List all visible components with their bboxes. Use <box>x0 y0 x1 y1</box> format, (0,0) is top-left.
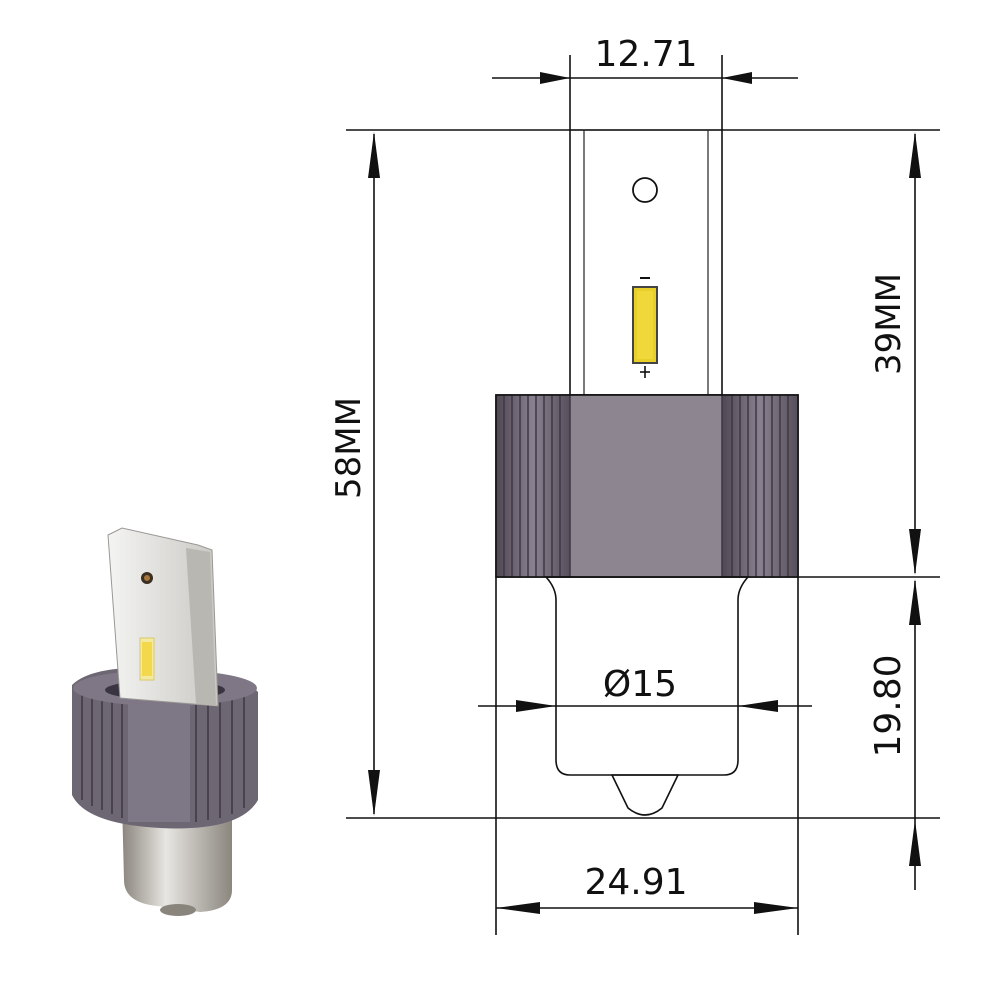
photo-plate-side <box>186 548 216 706</box>
led-chip-icon <box>632 277 658 378</box>
dim-overall-height: 58MM <box>329 397 369 499</box>
bulb-base <box>544 576 750 816</box>
mount-hole-icon <box>632 177 658 203</box>
dimension-arrows <box>368 72 921 914</box>
bulb-drawing <box>495 129 799 816</box>
heatsink-flange <box>495 394 799 578</box>
dim-top-width: 12.71 <box>594 34 697 75</box>
dim-flange-width: 24.91 <box>584 862 687 903</box>
photo-flange-highlight <box>128 690 190 822</box>
base-tip <box>610 774 680 816</box>
dimension-lines <box>346 55 940 935</box>
dim-lower-height: 19.80 <box>868 654 909 757</box>
product-photo <box>72 527 258 916</box>
photo-base <box>122 800 232 912</box>
dim-base-diameter: Ø15 <box>603 664 677 705</box>
photo-base-tip <box>160 904 196 916</box>
dim-upper-height: 39MM <box>869 273 909 375</box>
